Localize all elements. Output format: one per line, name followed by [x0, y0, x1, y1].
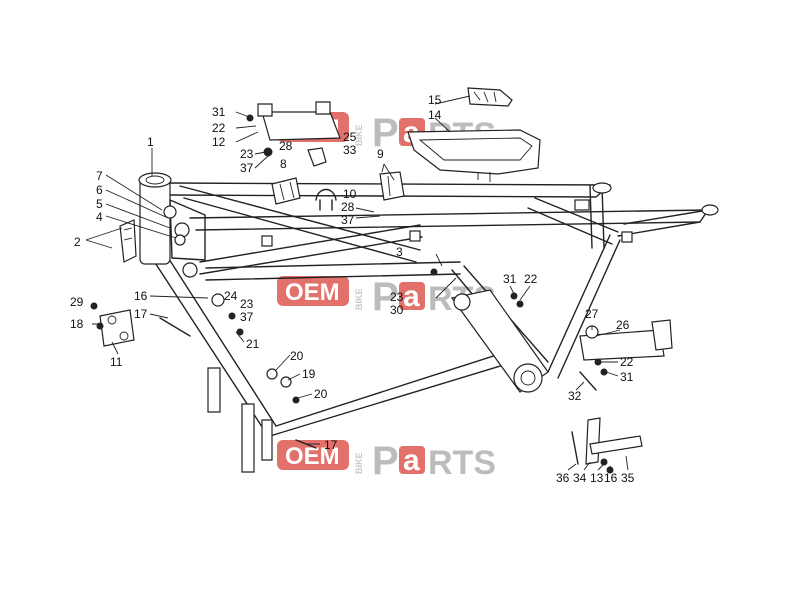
callout-25: 25 [343, 130, 357, 144]
callout-8: 8 [280, 157, 287, 171]
callout-33: 33 [343, 143, 357, 157]
part-rear-nuts-30-31 [430, 268, 608, 376]
part-footrest-plates-34-35 [571, 417, 643, 474]
callout-14: 14 [428, 108, 442, 122]
callout-16-right: 16 [604, 471, 618, 485]
callout-4: 4 [96, 210, 103, 224]
callout-19: 19 [302, 367, 316, 381]
callout-21: 21 [246, 337, 260, 351]
callout-37-mid: 37 [341, 213, 355, 227]
callout-11: 11 [110, 355, 123, 369]
callout-23-top: 23 [240, 147, 254, 161]
head-tube-top [138, 172, 172, 188]
callout-28-mid: 28 [341, 200, 355, 214]
callout-23-mid: 23 [390, 290, 404, 304]
watermark-lower-p-text: P [372, 439, 399, 483]
callout-31-right: 31 [503, 272, 517, 286]
part-plate-11 [90, 302, 135, 347]
callout-30: 30 [390, 303, 404, 317]
callout-12: 12 [212, 135, 226, 149]
watermark-lower: OEM BIKE P a RTS [277, 439, 496, 483]
watermark-lower-oem-box [277, 440, 349, 470]
callout-31-lower: 31 [620, 370, 634, 384]
watermark-upper-p-text: P [372, 111, 399, 155]
watermark-lower-a-box [399, 446, 425, 474]
watermark-middle: OEM BIKE P a RTS [277, 275, 496, 319]
callout-31-top: 31 [212, 105, 226, 119]
part-bushings-head [163, 205, 190, 246]
part-steering-lock [119, 219, 137, 263]
watermark-middle-bike-text: BIKE [354, 288, 364, 310]
callout-22-lower: 22 [620, 355, 634, 369]
callout-32: 32 [568, 389, 582, 403]
watermark-middle-a-text: a [403, 280, 420, 313]
watermark-middle-a-box [399, 282, 425, 310]
part-mounting-stud [211, 293, 244, 336]
callout-26: 26 [616, 318, 630, 332]
callout-34: 34 [573, 471, 587, 485]
leader-lines [85, 95, 629, 471]
callout-22-top: 22 [212, 121, 226, 135]
watermark-lower-oem-text: OEM [285, 443, 340, 470]
callout-10: 10 [343, 187, 357, 201]
callout-labels: 1 7 6 5 4 2 31 22 12 23 37 28 8 25 33 9 … [70, 93, 635, 485]
callout-35: 35 [621, 471, 635, 485]
watermark-middle-oem-box [277, 276, 349, 306]
callout-36: 36 [556, 471, 570, 485]
callout-5: 5 [96, 197, 103, 211]
watermark-upper-bike-text: BIKE [354, 124, 364, 146]
callout-37-left: 37 [240, 310, 254, 324]
part-small-bracket-25 [307, 147, 327, 167]
part-rear-bracket-26 [579, 319, 673, 361]
watermark-lower-rts-text: RTS [428, 444, 496, 482]
callout-20-upper: 20 [290, 349, 304, 363]
part-ignition-bracket [246, 101, 341, 157]
callout-23-left: 23 [240, 297, 254, 311]
watermark-lower-bike-text: BIKE [354, 452, 364, 474]
main-frame [138, 172, 719, 473]
callout-18: 18 [70, 317, 84, 331]
head-tube [139, 177, 171, 265]
callout-7: 7 [96, 169, 103, 183]
callout-15: 15 [428, 93, 442, 107]
callout-20-lower: 20 [314, 387, 328, 401]
watermark-middle-p-text: P [372, 275, 399, 319]
part-rubber-mount-right [379, 171, 405, 201]
watermark-lower-a-text: a [403, 444, 420, 477]
callout-22-right: 22 [524, 272, 538, 286]
watermark-middle-oem-text: OEM [285, 279, 340, 306]
callout-17-right: 17 [324, 438, 338, 452]
callout-28-top: 28 [279, 139, 293, 153]
part-silentblocks-19-20 [266, 368, 300, 404]
callout-27: 27 [585, 307, 599, 321]
callout-17-left: 17 [134, 307, 148, 321]
callout-24: 24 [224, 289, 238, 303]
callout-29: 29 [70, 295, 84, 309]
callout-13: 13 [590, 471, 604, 485]
callout-9: 9 [377, 147, 384, 161]
callout-37-top: 37 [240, 161, 254, 175]
part-clamp [315, 188, 337, 211]
part-bolt-17-upper [159, 317, 191, 337]
part-battery-tray [407, 129, 541, 182]
callout-3: 3 [396, 245, 403, 259]
callout-2: 2 [74, 235, 81, 249]
part-rubber-mount-left [271, 177, 301, 205]
part-pin-32 [579, 371, 597, 391]
callout-16-left: 16 [134, 289, 148, 303]
part-battery-strap [467, 87, 513, 107]
callout-1: 1 [147, 135, 154, 149]
callout-6: 6 [96, 183, 103, 197]
